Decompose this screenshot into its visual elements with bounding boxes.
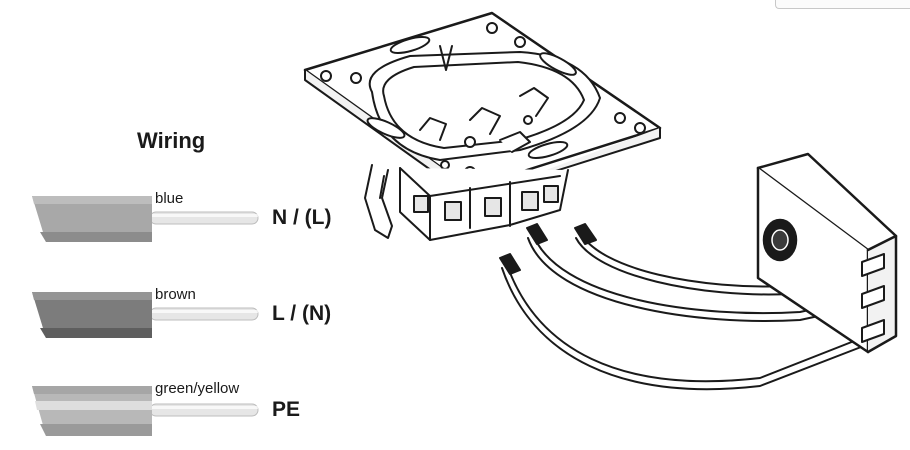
terminal-block bbox=[364, 87, 569, 241]
wire-label-brown: brown bbox=[155, 286, 196, 303]
terminal-label-neutral: N / (L) bbox=[272, 206, 332, 229]
wire-label-blue: blue bbox=[155, 190, 184, 207]
diagram-title: Wiring bbox=[137, 128, 206, 153]
terminal-label-earth: PE bbox=[272, 398, 301, 421]
terminal-label-live: L / (N) bbox=[272, 302, 332, 325]
wire-blue bbox=[32, 196, 259, 242]
wire-green-yellow bbox=[32, 386, 259, 436]
wire-label-green-yellow: green/yellow bbox=[155, 380, 240, 397]
corner-frame bbox=[775, 0, 910, 9]
wire-brown bbox=[32, 292, 259, 338]
cable-module-housing bbox=[756, 152, 898, 354]
wire-bundle bbox=[499, 223, 875, 391]
